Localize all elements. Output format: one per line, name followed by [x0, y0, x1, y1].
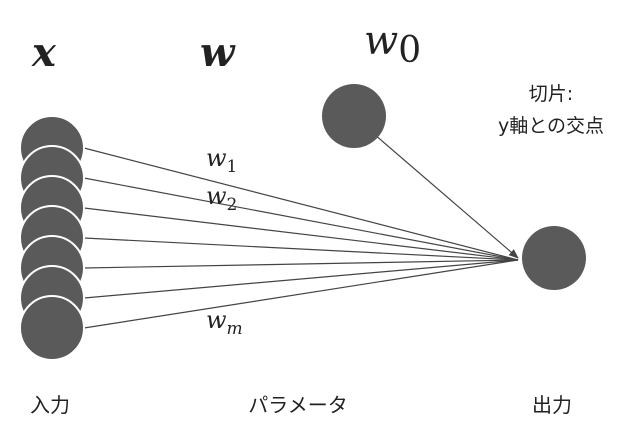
bias-symbol: w0	[364, 18, 421, 71]
bias-symbol-sub: 0	[398, 30, 421, 71]
bias-symbol-base: w	[364, 18, 398, 64]
weight-label-m-base: w	[206, 306, 227, 334]
weight-vector-symbol: w	[200, 29, 236, 76]
edge-input-7	[83, 259, 519, 329]
weight-edges	[83, 133, 519, 329]
weight-label-m-sub: m	[227, 319, 243, 339]
edge-input-6	[83, 259, 519, 299]
weight-label-m: wm	[206, 306, 243, 339]
weight-label-2: w2	[206, 182, 237, 215]
intercept-label-line1: 切片:	[529, 83, 573, 105]
output-node	[522, 226, 586, 290]
weight-label-2-base: w	[206, 182, 227, 210]
edge-input-2	[83, 177, 519, 261]
edge-input-4	[83, 237, 519, 261]
weight-label-1-base: w	[206, 144, 227, 172]
edge-input-5	[83, 259, 519, 269]
weight-label-1: w1	[206, 144, 237, 177]
bias-node	[322, 84, 386, 148]
edge-input-1	[83, 147, 519, 261]
input-vector-symbol: x	[31, 29, 57, 76]
edge-input-3	[83, 207, 519, 261]
weight-label-2-sub: 2	[227, 195, 238, 215]
intercept-label-line2: y軸との交点	[498, 115, 604, 137]
input-node-7	[19, 295, 85, 361]
input-label: 入力	[30, 393, 70, 417]
output-label: 出力	[532, 393, 572, 417]
edge-bias	[373, 133, 519, 259]
input-nodes	[19, 115, 85, 361]
parameters-label: パラメータ	[248, 393, 347, 417]
weight-label-1-sub: 1	[227, 157, 238, 177]
